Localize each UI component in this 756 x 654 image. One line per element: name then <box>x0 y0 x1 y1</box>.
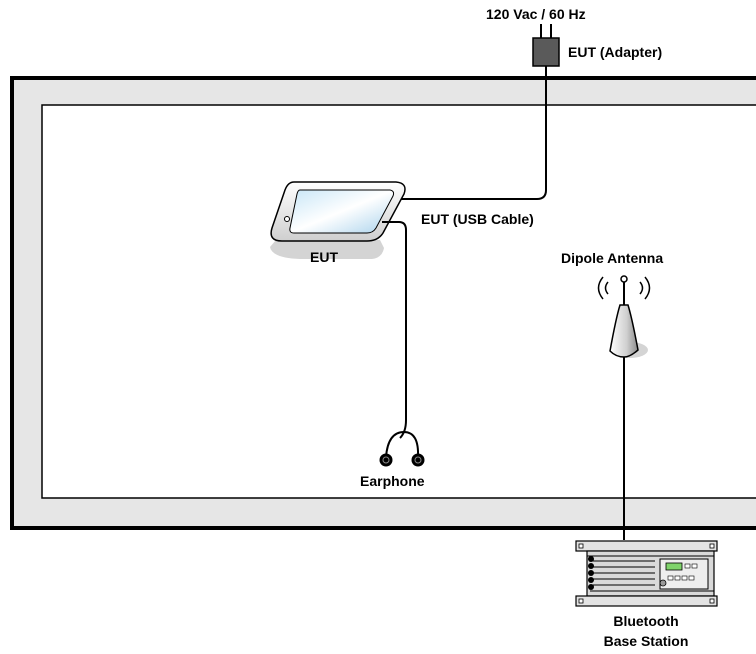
power-source-label: 120 Vac / 60 Hz <box>486 6 586 22</box>
base-station-icon <box>575 540 718 607</box>
eut-tablet-icon <box>270 181 406 259</box>
earphone-split-cable <box>385 430 420 458</box>
earphone-cable <box>382 221 407 439</box>
adapter-label: EUT (Adapter) <box>568 44 662 60</box>
chamber-inner-area <box>41 104 756 499</box>
base-station-label-line2: Base Station <box>604 633 689 649</box>
adapter-icon <box>532 24 560 67</box>
eut-label: EUT <box>310 249 338 265</box>
earphone-icon <box>379 453 425 467</box>
dipole-antenna-icon <box>597 275 651 358</box>
dipole-antenna-label: Dipole Antenna <box>561 250 663 266</box>
earphone-label: Earphone <box>360 473 425 489</box>
usb-cable <box>398 66 547 200</box>
base-station-label-line1: Bluetooth <box>613 613 678 629</box>
usb-cable-label: EUT (USB Cable) <box>421 211 534 227</box>
